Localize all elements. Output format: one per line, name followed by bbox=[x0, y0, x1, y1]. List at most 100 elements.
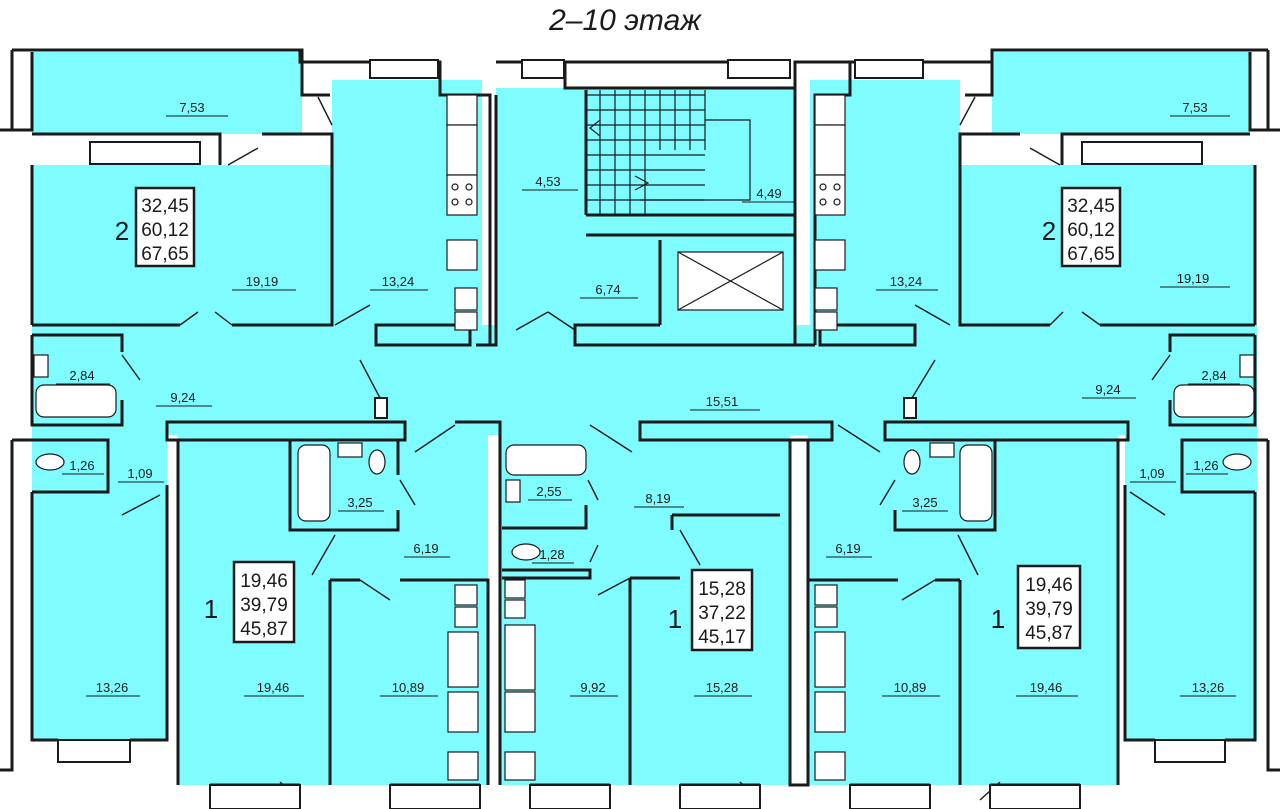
wall-right-top bbox=[1266, 50, 1280, 132]
vent-icon bbox=[447, 751, 479, 781]
svg-text:9,92: 9,92 bbox=[580, 680, 605, 695]
svg-text:2,55: 2,55 bbox=[536, 484, 561, 499]
svg-text:1,09: 1,09 bbox=[1139, 466, 1164, 481]
area-label: 4,53 bbox=[522, 174, 578, 191]
area-label: 2,84 bbox=[1188, 368, 1240, 385]
area-label: 19,46 bbox=[1016, 680, 1078, 697]
area-label: 19,19 bbox=[1160, 271, 1230, 288]
living-area: 19,46 bbox=[1025, 575, 1073, 596]
column-left bbox=[374, 397, 388, 419]
svg-text:4,49: 4,49 bbox=[756, 186, 781, 201]
svg-text:19,19: 19,19 bbox=[1177, 271, 1210, 286]
area-label: 15,51 bbox=[690, 394, 760, 411]
apartment-rooms-count: 1 bbox=[204, 594, 218, 624]
room-2r-b-fill bbox=[1125, 435, 1257, 740]
area-label: 6,19 bbox=[826, 541, 872, 558]
bathtub-icon bbox=[35, 384, 117, 418]
apartment-1-right: 1 19,46 39,79 45,87 bbox=[991, 564, 1082, 650]
wall-room-2r bbox=[958, 132, 1257, 327]
washbasin-icon bbox=[505, 479, 521, 503]
total-area: 60,12 bbox=[1067, 220, 1115, 241]
wall-lift bbox=[573, 240, 795, 347]
svg-text:2,84: 2,84 bbox=[1201, 368, 1226, 383]
window-room-1l bbox=[209, 784, 301, 809]
wall-apt-1c-top bbox=[638, 420, 834, 442]
wall-apt-1l bbox=[176, 420, 502, 785]
area-label: 13,24 bbox=[876, 274, 938, 291]
wall-apt-1c-right bbox=[788, 440, 810, 787]
area-label: 7,53 bbox=[166, 100, 228, 117]
window-kitchen-2l bbox=[369, 59, 439, 79]
bath-fixtures bbox=[33, 354, 1255, 561]
stair-arrow-down-icon bbox=[634, 175, 650, 191]
area-label: 2,55 bbox=[528, 484, 572, 501]
washer-icon bbox=[814, 311, 838, 331]
windows bbox=[57, 59, 1226, 809]
svg-text:10,89: 10,89 bbox=[392, 680, 425, 695]
balcony-top-right-fill bbox=[992, 52, 1250, 134]
counter-icon bbox=[504, 624, 536, 691]
boiler-icon bbox=[814, 287, 838, 311]
svg-text:2,84: 2,84 bbox=[69, 368, 94, 383]
window-kitchen-1l bbox=[389, 784, 481, 809]
wall-stair-inner bbox=[584, 90, 795, 237]
total-with-balcony-area: 45,87 bbox=[1025, 623, 1073, 644]
stair-arrow-path bbox=[640, 119, 751, 201]
total-with-balcony-area: 67,65 bbox=[141, 244, 189, 265]
apartment-2-left: 2 32,45 60,12 67,65 bbox=[115, 186, 196, 268]
svg-text:7,53: 7,53 bbox=[1182, 100, 1207, 115]
counter-icon bbox=[814, 124, 846, 176]
window-room-1c bbox=[679, 784, 761, 809]
svg-text:6,74: 6,74 bbox=[595, 282, 620, 297]
washer-icon bbox=[814, 606, 838, 628]
window-2r bbox=[1081, 141, 1203, 165]
washer-icon bbox=[454, 606, 478, 628]
area-label: 1,26 bbox=[1186, 458, 1228, 475]
door-room-1 bbox=[311, 529, 979, 576]
total-with-balcony-area: 45,17 bbox=[698, 627, 746, 648]
door-apt-1 bbox=[414, 424, 881, 453]
area-label: 3,25 bbox=[902, 495, 948, 512]
lift bbox=[677, 251, 784, 311]
window-kitchen-2r bbox=[854, 59, 924, 79]
door-stair bbox=[515, 311, 576, 331]
balcony-top-left-fill bbox=[32, 52, 302, 134]
vent-icon bbox=[814, 94, 846, 126]
wall-top-left bbox=[12, 48, 492, 347]
toilet-icon bbox=[903, 449, 921, 475]
area-label: 10,89 bbox=[882, 680, 940, 697]
svg-text:8,19: 8,19 bbox=[645, 491, 670, 506]
area-label: 2,84 bbox=[56, 368, 110, 385]
svg-text:13,24: 13,24 bbox=[382, 274, 415, 289]
stair-risers bbox=[599, 90, 706, 215]
door-closet bbox=[121, 491, 1166, 516]
area-label: 1,09 bbox=[1130, 466, 1176, 483]
stairs bbox=[586, 90, 751, 215]
area-label: 6,74 bbox=[580, 282, 638, 299]
svg-text:13,26: 13,26 bbox=[96, 680, 129, 695]
door-room-2l bbox=[179, 304, 371, 326]
wall-apt-1r bbox=[808, 440, 1120, 785]
boiler-icon bbox=[504, 579, 526, 599]
window-room-1r bbox=[989, 784, 1081, 809]
area-label: 1,26 bbox=[62, 458, 104, 475]
svg-text:15,28: 15,28 bbox=[706, 680, 739, 695]
window-13r bbox=[1154, 739, 1226, 763]
door-kitchen-1 bbox=[359, 577, 936, 601]
svg-text:3,25: 3,25 bbox=[912, 495, 937, 510]
apartment-1-left: 1 19,46 39,79 45,87 bbox=[204, 560, 296, 644]
room-2l-b-fill bbox=[32, 435, 167, 740]
wall-apt-1l-top bbox=[165, 420, 407, 442]
window-kitchen-1c bbox=[529, 784, 611, 809]
area-label: 19,46 bbox=[244, 680, 304, 697]
apartment-area-box bbox=[690, 568, 754, 652]
apartment-area-box bbox=[1060, 186, 1122, 268]
apartment-rooms-count: 1 bbox=[668, 604, 682, 634]
wall-bath-1l bbox=[288, 440, 400, 532]
wall-bath-1r bbox=[893, 440, 997, 532]
room-area-labels: 7,53 7,53 4,53 4,49 6,74 19,19 13,24 19,… bbox=[56, 100, 1240, 697]
svg-text:6,19: 6,19 bbox=[413, 541, 438, 556]
total-with-balcony-area: 67,65 bbox=[1067, 244, 1115, 265]
svg-text:19,19: 19,19 bbox=[246, 274, 279, 289]
stove-icon bbox=[814, 691, 846, 733]
